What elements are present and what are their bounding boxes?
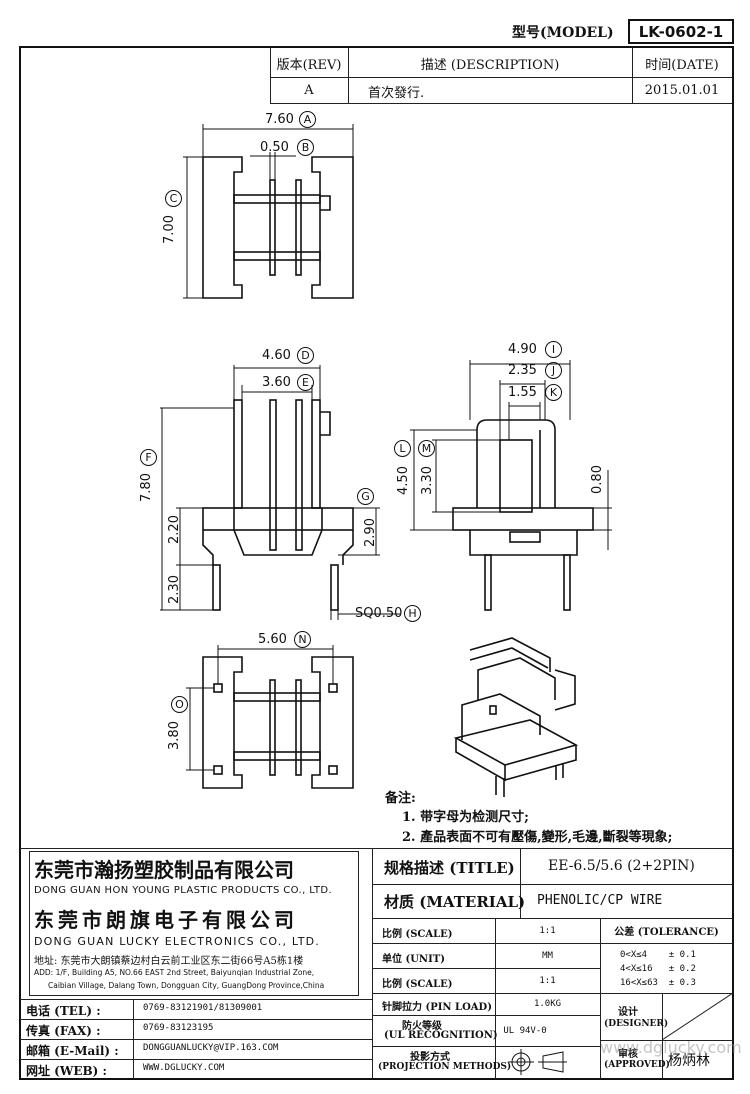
spec-tol-3: 16<X≤63 ± 0.3 bbox=[620, 978, 696, 988]
dim-230: 2.30 bbox=[166, 575, 182, 604]
company-address-cn: 地址: 东莞市大朗镇蔡边村白云前工业区东二街66号A5栋1楼 bbox=[34, 956, 304, 967]
spec-ul-label-en: (UL RECOGNITION) bbox=[384, 1030, 498, 1041]
desc-value: 首次發行. bbox=[368, 86, 425, 101]
bottom-view bbox=[186, 645, 354, 789]
spec-proj-label-en: (PROJECTION METHODS) bbox=[378, 1062, 512, 1072]
company-address-en-1: ADD: 1/F, Building A5, NO.66 EAST 2nd St… bbox=[34, 968, 315, 977]
front-view bbox=[160, 365, 400, 620]
dim-C-value: 7.00 bbox=[161, 215, 177, 244]
company-address-en-2: Caibian Village, Dalang Town, Dongguan C… bbox=[48, 981, 325, 990]
dim-D-letter: D bbox=[297, 347, 314, 364]
dim-B-letter: B bbox=[297, 139, 314, 156]
drawing-frame bbox=[19, 46, 734, 1080]
dim-K-letter: K bbox=[545, 384, 562, 401]
dim-220: 2.20 bbox=[166, 515, 182, 544]
dim-B-value: 0.50 bbox=[260, 140, 289, 155]
spec-tol-2: 4<X≤16 ± 0.2 bbox=[620, 964, 696, 974]
dim-L-letter: L bbox=[394, 440, 411, 457]
designer-slash bbox=[662, 993, 733, 1040]
model-label: 型号(MODEL) bbox=[512, 25, 614, 41]
dim-O-value: 3.80 bbox=[166, 721, 182, 750]
top-view bbox=[183, 124, 354, 299]
spec-scale-label: 比例 (SCALE) bbox=[382, 929, 453, 940]
desc-header: 描述 (DESCRIPTION) bbox=[420, 57, 560, 73]
spec-tol-1: 0<X≤4 ± 0.1 bbox=[620, 950, 696, 960]
spec-pin-value: 1.0KG bbox=[533, 999, 562, 1009]
spec-approved-label: 审核 bbox=[618, 1049, 638, 1060]
isometric-view bbox=[453, 637, 579, 797]
model-value: LK-0602-1 bbox=[628, 19, 734, 44]
dim-F-letter: F bbox=[140, 449, 157, 466]
contact-label-fax: 传真 (FAX) : bbox=[26, 1024, 101, 1038]
dim-H-value: SQ0.50 bbox=[355, 606, 403, 621]
spec-ul-value: UL 94V-0 bbox=[503, 1025, 547, 1036]
spec-material-value: PHENOLIC/CP WIRE bbox=[537, 893, 663, 908]
company-name-1-en: DONG GUAN HON YOUNG PLASTIC PRODUCTS CO.… bbox=[34, 885, 333, 896]
contact-label-web: 网址 (WEB) : bbox=[26, 1064, 107, 1078]
dim-O-letter: O bbox=[171, 696, 188, 713]
date-value: 2015.01.01 bbox=[644, 83, 720, 98]
rev-value: A bbox=[304, 83, 314, 98]
contact-value-email: DONGGUANLUCKY@VIP.163.COM bbox=[143, 1043, 279, 1053]
dim-F-value: 7.80 bbox=[138, 473, 154, 502]
contact-value-tel: 0769-83121901/81309001 bbox=[143, 1003, 263, 1013]
spec-scale2-value: 1:1 bbox=[539, 975, 556, 986]
notes-line2: 2. 產品表面不可有壓傷,變形,毛邊,斷裂等現象; bbox=[402, 830, 673, 845]
spec-designer-label-en: (DESIGNER) bbox=[604, 1019, 669, 1029]
dim-G-letter: G bbox=[357, 488, 374, 505]
notes-title: 备注: bbox=[385, 791, 416, 806]
dim-080: 0.80 bbox=[589, 465, 605, 494]
watermark: www.dglucky.com bbox=[600, 1038, 742, 1057]
spec-title-label: 规格描述 (TITLE) bbox=[384, 859, 515, 877]
dim-C-letter: C bbox=[165, 190, 182, 207]
spec-unit-value: MM bbox=[542, 950, 553, 961]
contact-label-email: 邮箱 (E-Mail) : bbox=[26, 1044, 119, 1058]
dim-L-value: 4.50 bbox=[395, 466, 411, 495]
technical-drawing bbox=[160, 124, 612, 797]
dim-M-value: 3.30 bbox=[419, 466, 435, 495]
spec-title-value: EE-6.5/5.6 (2+2PIN) bbox=[548, 858, 695, 874]
dim-D-value: 4.60 bbox=[262, 348, 291, 363]
spec-approver: 杨炳林 bbox=[668, 1053, 710, 1069]
spec-ul-label: 防火等级 bbox=[402, 1021, 442, 1032]
contact-value-fax: 0769-83123195 bbox=[143, 1023, 214, 1033]
dim-M-letter: M bbox=[418, 440, 435, 457]
company-name-1: 东莞市瀚扬塑胶制品有限公司 bbox=[34, 858, 294, 882]
spec-scale2-label: 比例 (SCALE) bbox=[382, 979, 453, 990]
dim-A-value: 7.60 bbox=[265, 112, 294, 127]
spec-pin-label: 针脚拉力 (PIN LOAD) bbox=[382, 1002, 492, 1013]
dim-I-letter: I bbox=[545, 341, 562, 358]
spec-proj-label: 投影方式 bbox=[410, 1052, 450, 1063]
dim-G-value: 2.90 bbox=[362, 518, 378, 547]
dim-K-value: 1.55 bbox=[508, 385, 537, 400]
spec-approved-label-en: (APPROVED) bbox=[604, 1060, 670, 1070]
dim-J-letter: J bbox=[545, 362, 562, 379]
dim-I-value: 4.90 bbox=[508, 342, 537, 357]
company-name-2: 东莞市朗旗电子有限公司 bbox=[34, 908, 298, 932]
notes-line1: 1. 带字母为检测尺寸; bbox=[402, 810, 529, 825]
date-header: 时间(DATE) bbox=[645, 57, 719, 73]
dim-A-letter: A bbox=[299, 111, 316, 128]
spec-material-label: 材质 (MATERIAL) bbox=[384, 893, 526, 911]
spec-scale-value: 1:1 bbox=[539, 925, 556, 936]
dim-J-value: 2.35 bbox=[508, 363, 537, 378]
spec-designer-label: 设计 bbox=[618, 1007, 638, 1018]
dim-E-letter: E bbox=[297, 374, 314, 391]
projection-symbol-icon bbox=[508, 1049, 567, 1075]
side-view bbox=[410, 360, 612, 611]
contact-label-tel: 电话 (TEL) : bbox=[26, 1004, 101, 1018]
dim-N-letter: N bbox=[294, 631, 311, 648]
contact-value-web: WWW.DGLUCKY.COM bbox=[143, 1063, 225, 1073]
spec-unit-label: 单位 (UNIT) bbox=[382, 954, 445, 965]
company-name-2-en: DONG GUAN LUCKY ELECTRONICS CO., LTD. bbox=[34, 935, 320, 948]
dim-H-letter: H bbox=[404, 605, 421, 622]
dim-E-value: 3.60 bbox=[262, 375, 291, 390]
dim-N-value: 5.60 bbox=[258, 632, 287, 647]
rev-header: 版本(REV) bbox=[276, 57, 342, 73]
spec-tolerance-label: 公差 (TOLERANCE) bbox=[614, 927, 719, 938]
